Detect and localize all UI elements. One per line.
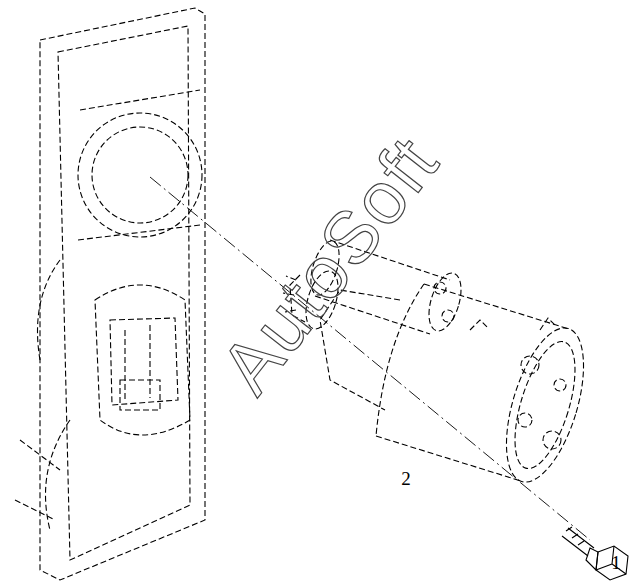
callout-number: 2 (401, 469, 411, 488)
watermark: AutoSoft (209, 124, 452, 406)
flywheel-housing (15, 8, 205, 580)
mounting-bolt (562, 527, 628, 580)
callout-number: 1 (611, 553, 621, 572)
